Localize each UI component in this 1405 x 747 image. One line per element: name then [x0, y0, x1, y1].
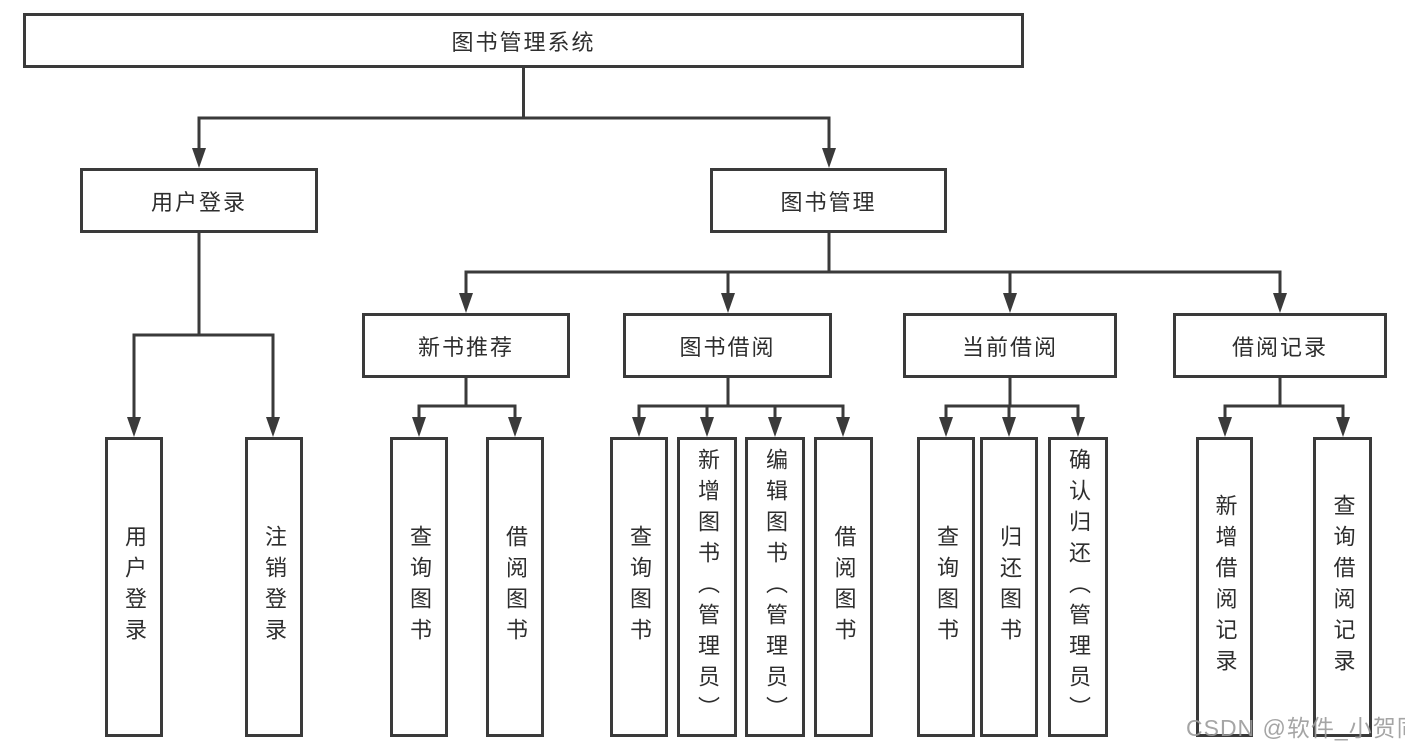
leaf-borrow-books-borrowing: 借阅图书	[814, 437, 873, 737]
leaf-query-books-current: 查询图书	[917, 437, 975, 737]
arrowhead	[721, 293, 735, 313]
leaf-edit-books-admin: 编辑图书（管理员）	[745, 437, 805, 737]
node-book-borrowing: 图书借阅	[623, 313, 832, 378]
arrowhead	[459, 293, 473, 313]
edge-recommend-to-leaves	[417, 376, 517, 419]
leaf-confirm-return-admin: 确认归还（管理员）	[1048, 437, 1108, 737]
arrowhead	[700, 417, 714, 437]
leaf-query-books-borrowing: 查询图书	[610, 437, 668, 737]
arrowhead	[1003, 293, 1017, 313]
arrowhead	[1273, 293, 1287, 313]
arrowhead	[1002, 417, 1016, 437]
arrowhead	[768, 417, 782, 437]
arrowhead	[1336, 417, 1350, 437]
arrowhead	[412, 417, 426, 437]
node-root: 图书管理系统	[23, 13, 1024, 68]
leaf-borrow-books-recommend: 借阅图书	[486, 437, 544, 737]
arrowhead	[127, 417, 141, 437]
leaf-logout: 注销登录	[245, 437, 303, 737]
arrowhead	[508, 417, 522, 437]
edge-borrowing-to-leaves	[637, 376, 845, 419]
edge-current-to-leaves	[944, 376, 1080, 419]
arrowheads	[127, 148, 1350, 437]
node-book-management: 图书管理	[710, 168, 947, 233]
node-new-book-recommend: 新书推荐	[362, 313, 570, 378]
arrowhead	[632, 417, 646, 437]
node-current-borrowing: 当前借阅	[903, 313, 1117, 378]
leaf-add-borrow-record: 新增借阅记录	[1196, 437, 1253, 737]
arrowhead	[822, 148, 836, 168]
arrowhead	[1071, 417, 1085, 437]
leaf-user-login: 用户登录	[105, 437, 163, 737]
arrowhead	[939, 417, 953, 437]
leaf-query-books-recommend: 查询图书	[390, 437, 448, 737]
edge-records-to-leaves	[1223, 376, 1345, 419]
leaf-query-borrow-record: 查询借阅记录	[1313, 437, 1372, 737]
arrowhead	[192, 148, 206, 168]
arrowhead	[836, 417, 850, 437]
arrowhead	[266, 417, 280, 437]
edge-root-to-level2	[197, 66, 831, 150]
arrowhead	[1218, 417, 1232, 437]
leaf-return-books: 归还图书	[980, 437, 1038, 737]
edge-userlogin-to-leaves	[132, 231, 275, 419]
edge-bookmgmt-to-level3	[464, 231, 1282, 295]
node-borrowing-records: 借阅记录	[1173, 313, 1387, 378]
leaf-add-books-admin: 新增图书（管理员）	[677, 437, 737, 737]
node-user-login: 用户登录	[80, 168, 318, 233]
csdn-watermark: CSDN @软件_小贺同学	[1186, 715, 1405, 741]
